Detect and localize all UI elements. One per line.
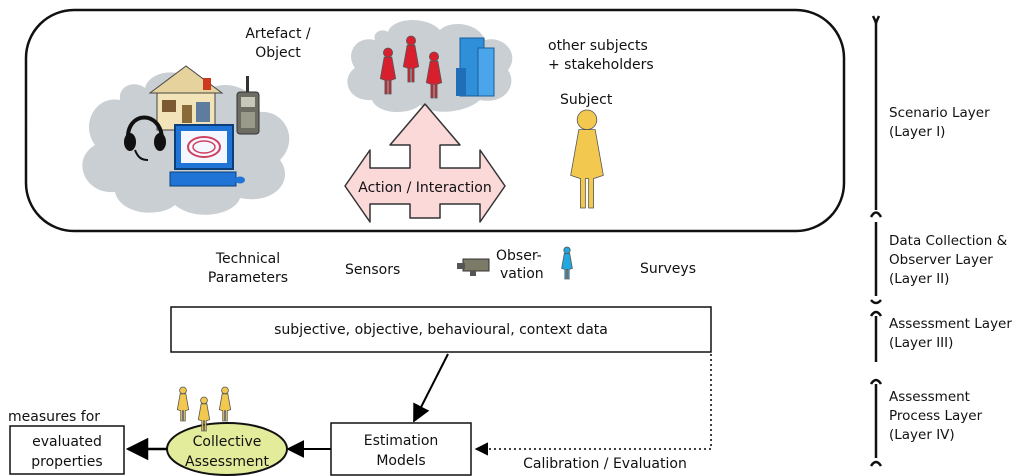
layer-label-1-line-2: (Layer I) xyxy=(889,124,945,140)
stakeholder-person-icon xyxy=(425,51,443,99)
calibration-dotted-arrow xyxy=(474,354,712,456)
bracket-tick xyxy=(869,460,883,467)
bracket-tick xyxy=(869,378,883,385)
estimation-label-2: Models xyxy=(376,453,425,469)
artefact-cloud xyxy=(82,65,290,215)
collective-person-icon xyxy=(197,396,211,432)
artefact-label-2: Object xyxy=(255,45,301,61)
layer-label-4-line-1: Assessment xyxy=(889,389,970,405)
observation-label-2: vation xyxy=(500,266,544,282)
observer-person-icon xyxy=(561,246,573,280)
data-box-label: subjective, objective, behavioural, cont… xyxy=(274,322,608,338)
phone-icon xyxy=(236,76,260,135)
collective-label-1: Collective xyxy=(193,434,262,450)
layer-brackets xyxy=(869,15,883,467)
evaluated-label-2: properties xyxy=(31,454,102,470)
calibration-label: Calibration / Evaluation xyxy=(523,456,687,472)
evaluated-label-1: evaluated xyxy=(32,434,102,450)
data-to-estimation-arrow xyxy=(413,353,449,423)
others-label-1: other subjects xyxy=(548,38,648,54)
technical-label-2: Parameters xyxy=(208,270,288,286)
technical-label-1: Technical xyxy=(215,251,280,267)
layer-label-4-line-3: (Layer IV) xyxy=(889,427,955,443)
action-label: Action / Interaction xyxy=(358,180,491,196)
bracket-tick xyxy=(871,15,881,25)
layer-label-1-line-1: Scenario Layer xyxy=(889,105,990,121)
collective-label-2: Assessment xyxy=(185,454,269,470)
headset-icon xyxy=(124,115,166,161)
layer-label-2-line-1: Data Collection & xyxy=(889,233,1008,249)
artefact-label-1: Artefact / xyxy=(245,26,311,42)
observation-label-1: Obser- xyxy=(496,248,542,264)
surveys-label: Surveys xyxy=(640,261,696,277)
computer-icon xyxy=(169,124,245,187)
bracket-tick xyxy=(870,299,882,305)
bracket-tick xyxy=(869,310,883,317)
subject-label: Subject xyxy=(560,92,613,108)
stakeholder-person-icon xyxy=(402,35,420,83)
data-box xyxy=(170,306,712,353)
others-label-2: + stakeholders xyxy=(548,57,654,73)
action-interaction-arrow xyxy=(344,103,506,223)
stakeholder-person-icon xyxy=(379,47,397,95)
camera-icon xyxy=(457,258,490,276)
layer-label-3-line-1: Assessment Layer xyxy=(889,316,1012,332)
layer-label-2-line-3: (Layer II) xyxy=(889,271,949,287)
collective-person-icon xyxy=(176,386,190,422)
collective-person-icon xyxy=(218,386,232,422)
subject-person-icon xyxy=(570,109,604,209)
evaluated-properties-box xyxy=(9,425,125,475)
estimation-label-1: Estimation xyxy=(364,433,439,449)
stakeholders-cloud xyxy=(347,20,513,112)
sensors-label: Sensors xyxy=(345,262,400,278)
measures-for-label: measures for xyxy=(8,409,100,425)
building-icon xyxy=(456,37,495,97)
layer-label-3-line-2: (Layer III) xyxy=(889,335,953,351)
layer-label-2-line-2: Observer Layer xyxy=(889,252,993,268)
layer-label-4-line-2: Process Layer xyxy=(889,408,983,424)
bracket-tick xyxy=(869,211,883,218)
estimation-models-box xyxy=(330,422,472,476)
house-icon xyxy=(148,65,224,131)
